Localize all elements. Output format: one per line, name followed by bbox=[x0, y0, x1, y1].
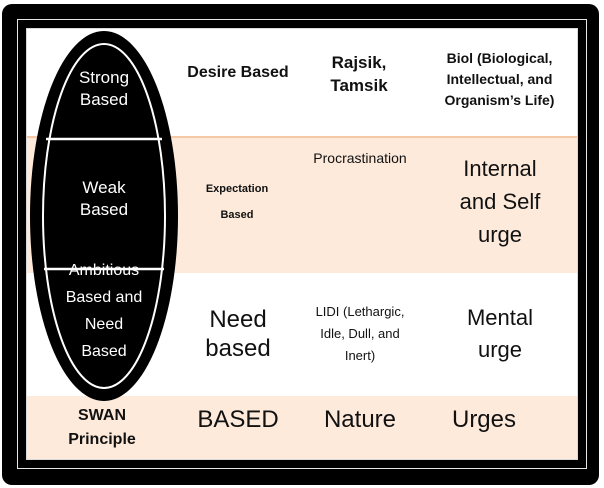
nature-text-line: Inert) bbox=[344, 347, 376, 363]
footer-row: SWAN Principle BASED Nature Urges bbox=[27, 396, 577, 459]
urges-text-line: and Self bbox=[459, 189, 541, 214]
urges-text-line: urge bbox=[477, 222, 523, 247]
based-text: Desire Based bbox=[187, 64, 289, 81]
ellipse-shape bbox=[30, 31, 178, 401]
segment-text-line: Based bbox=[79, 90, 129, 109]
urges-text-line: Biol (Biological, bbox=[446, 50, 553, 66]
ellipse-segment-ambitious: Ambitious Based and Need Based bbox=[47, 257, 161, 365]
based-text-line: Based bbox=[220, 208, 254, 221]
segment-text-line: Based and bbox=[65, 289, 143, 306]
row-ambitious: Need based LIDI (Lethargic, Idle, Dull, … bbox=[27, 271, 577, 396]
footer-based-text: BASED bbox=[197, 406, 279, 433]
ellipse-inner-ring bbox=[42, 43, 166, 389]
segment-text-line: Ambitious bbox=[68, 262, 140, 279]
nature-text-line: Idle, Dull, and bbox=[320, 325, 400, 341]
ellipse-segment-strong: Strong Based bbox=[47, 67, 161, 111]
nature-cell: Rajsik, Tamsik bbox=[299, 29, 419, 136]
nature-text-line: Rajsik, bbox=[331, 52, 387, 72]
footer-based-cell: BASED bbox=[177, 396, 299, 444]
outer-frame-line bbox=[17, 19, 587, 469]
nature-cell: LIDI (Lethargic, Idle, Dull, and Inert) bbox=[299, 271, 421, 396]
urges-text-line: Intellectual, and bbox=[446, 71, 553, 87]
urges-cell: Internal and Self urge bbox=[425, 138, 575, 271]
nature-text-line: LIDI (Lethargic, bbox=[315, 303, 405, 319]
segment-text-line: Based bbox=[81, 343, 127, 360]
based-cell: Need based bbox=[177, 271, 299, 396]
urges-text-line: Mental bbox=[466, 304, 534, 330]
principle-text-line: SWAN bbox=[78, 406, 126, 424]
ellipse-outer bbox=[30, 31, 178, 401]
footer-nature-cell: Nature bbox=[299, 396, 421, 444]
nature-cell: Procrastination bbox=[295, 144, 425, 172]
segment-text-line: Strong bbox=[78, 68, 130, 87]
based-cell: Desire Based bbox=[177, 29, 299, 117]
based-text-line: Expectation bbox=[205, 182, 269, 195]
urges-text-line: urge bbox=[477, 336, 523, 362]
row-strong: Desire Based Rajsik, Tamsik Biol (Biolog… bbox=[27, 29, 577, 136]
based-cell: Expectation Based bbox=[177, 138, 297, 271]
urges-cell: Biol (Biological, Intellectual, and Orga… bbox=[422, 29, 577, 136]
based-text-line: based bbox=[205, 334, 271, 362]
swan-diagram: Desire Based Rajsik, Tamsik Biol (Biolog… bbox=[27, 29, 577, 459]
urges-text-line: Organism’s Life) bbox=[444, 92, 555, 108]
segment-text-line: Based bbox=[79, 200, 129, 219]
principle-cell: SWAN Principle bbox=[27, 396, 177, 459]
segment-text-line: Need bbox=[84, 316, 124, 333]
nature-text: Procrastination bbox=[313, 150, 407, 166]
footer-urges-cell: Urges bbox=[419, 396, 549, 444]
segment-text-line: Weak bbox=[82, 178, 126, 197]
inner-frame-line bbox=[26, 28, 578, 460]
nature-text-line: Tamsik bbox=[330, 75, 388, 95]
ellipse-segment-weak: Weak Based bbox=[47, 177, 161, 221]
urges-cell: Mental urge bbox=[425, 271, 575, 396]
principle-text-line: Principle bbox=[68, 430, 136, 448]
swan-ellipse: Strong Based Weak Based Ambitious Based … bbox=[29, 31, 179, 402]
footer-nature-text: Nature bbox=[323, 406, 397, 433]
based-text-line: Need bbox=[209, 305, 267, 333]
footer-urges-text: Urges bbox=[451, 406, 517, 433]
urges-text-line: Internal bbox=[463, 156, 537, 181]
